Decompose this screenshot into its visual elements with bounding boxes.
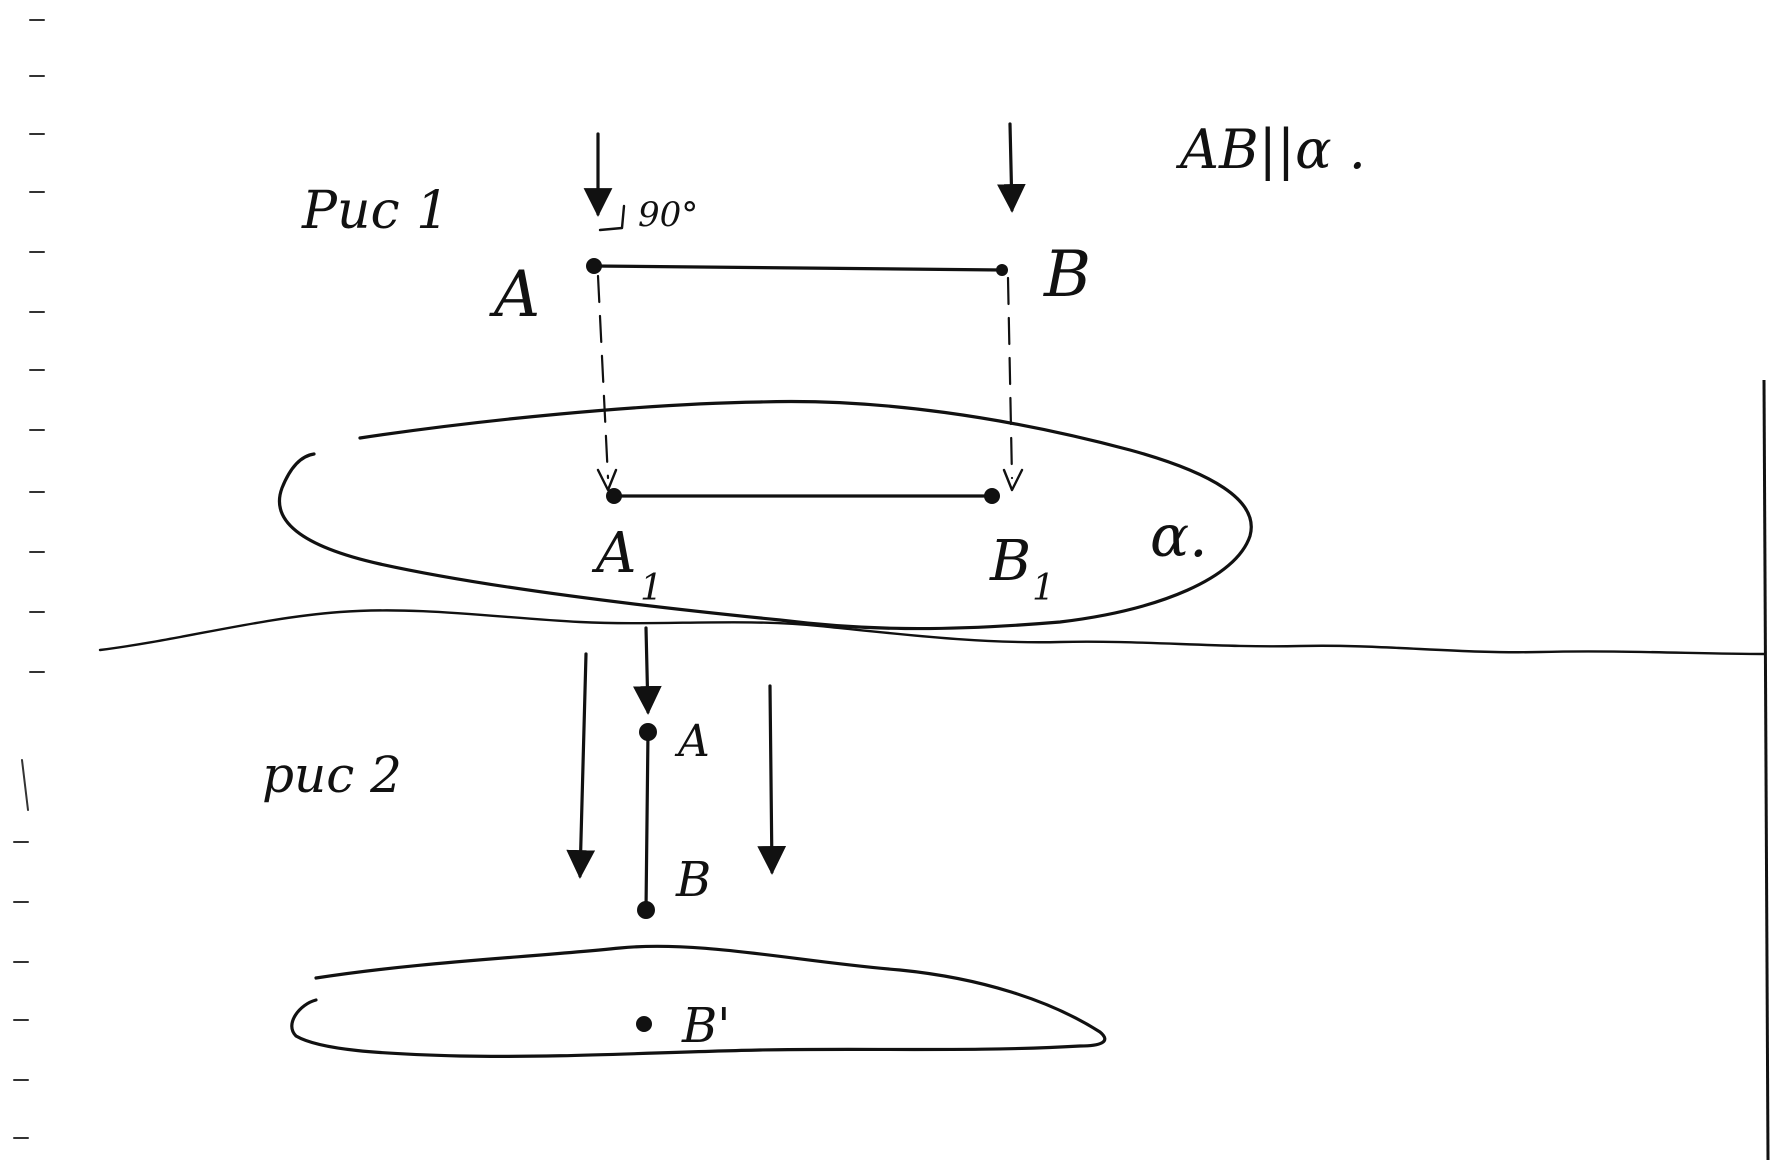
fig1-point-b1 [984, 488, 1000, 504]
fig1-label-a1: A [591, 521, 636, 586]
fig1-plane-label: α. [1150, 502, 1208, 570]
fig1-right-angle-mark [598, 204, 626, 232]
fig1-projection-b [1006, 276, 1014, 480]
fig1-condition: AB||α . [1175, 118, 1366, 181]
fig1-projection-arrow-b [1002, 468, 1024, 492]
fig1-point-b [996, 264, 1008, 276]
fig2-label-b-prime: B' [681, 998, 730, 1054]
fig1-label-b1-sub: 1 [1032, 568, 1055, 609]
fig1-caption: Рис 1 [301, 181, 449, 241]
fig1-projection-arrow-a [596, 468, 618, 492]
figure-1: Рис 1 AB||α . 90° A B A 1 B 1 α. [277, 118, 1366, 631]
figure-separator [98, 609, 1766, 656]
margin-ticks [13, 19, 45, 1139]
fig1-label-a1-sub: 1 [640, 568, 663, 609]
fig2-caption: рис 2 [262, 746, 402, 804]
fig2-segment-ab [644, 730, 650, 912]
fig1-point-a [586, 258, 602, 274]
fig2-ray-right [757, 684, 787, 875]
fig1-angle-label: 90° [638, 195, 698, 235]
fig1-label-a: A [489, 258, 540, 332]
fig2-point-b-prime [636, 1016, 652, 1032]
fig2-point-b [637, 901, 655, 919]
fig2-label-a: A [674, 716, 710, 767]
fig2-label-b: B [675, 852, 711, 908]
fig2-point-a [639, 723, 657, 741]
fig1-segment-ab [592, 264, 1004, 272]
fig1-plane-alpha [277, 399, 1253, 631]
fig1-point-a1 [606, 488, 622, 504]
fig1-projection-a [596, 274, 610, 480]
figure-2: рис 2 A B B' [262, 626, 1107, 1058]
fig1-ray-b [997, 122, 1026, 213]
fig2-ray-left [566, 652, 596, 879]
fig1-label-b1: B [989, 529, 1031, 594]
fig2-ray-center [632, 626, 662, 715]
fig1-label-b: B [1043, 238, 1091, 312]
page-edge [1762, 379, 1770, 1161]
fig2-plane [290, 944, 1107, 1058]
